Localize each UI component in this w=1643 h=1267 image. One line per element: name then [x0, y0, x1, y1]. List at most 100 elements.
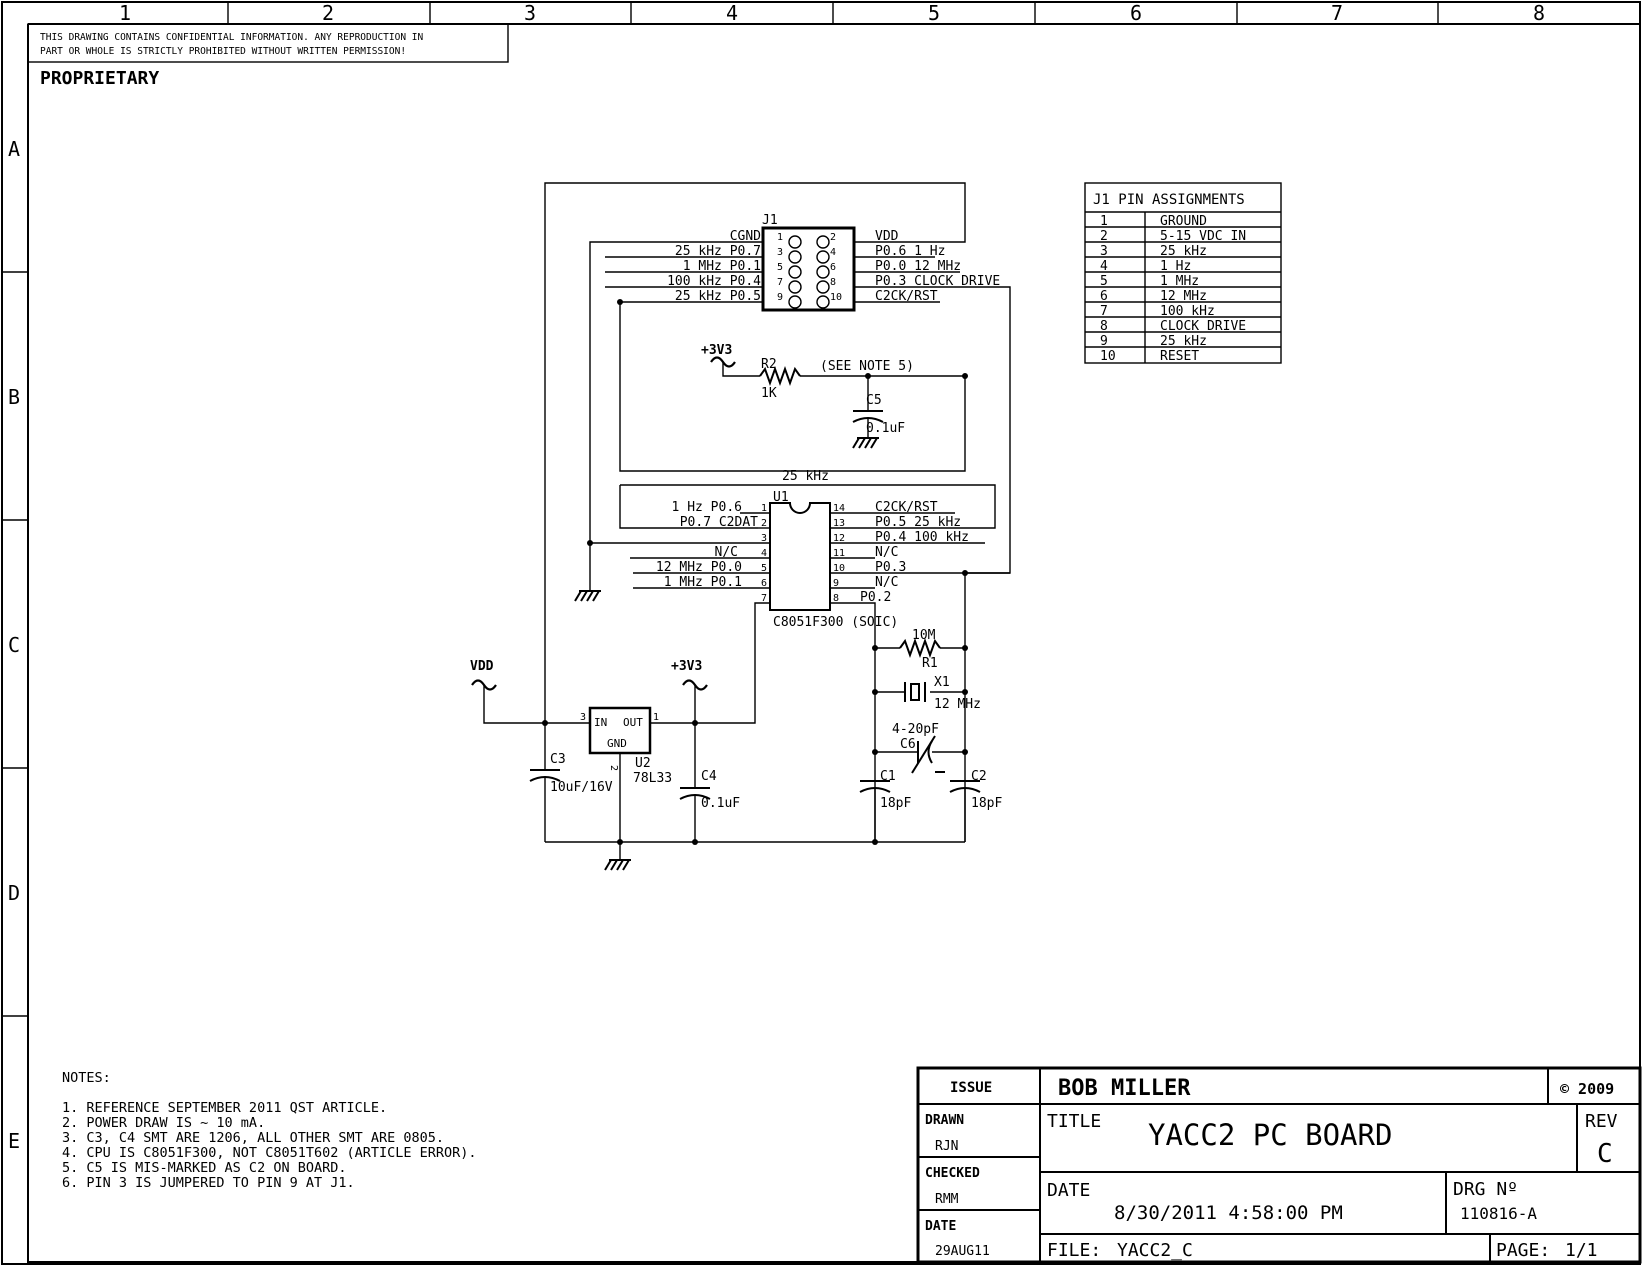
c5-value: 0.1uF — [866, 421, 905, 436]
j1-pin10-num: 10 — [830, 292, 842, 303]
pin-table-fn: CLOCK DRIVE — [1160, 319, 1246, 334]
col-label-7: 7 — [1331, 1, 1343, 25]
junction-dots — [542, 299, 968, 845]
r2-value: 1K — [761, 386, 777, 401]
checked-label: CHECKED — [925, 1166, 980, 1181]
u2-in-label: IN — [594, 716, 607, 729]
c1-value: 18pF — [880, 796, 911, 811]
j1-pin6-signal: P0.0 12 MHz — [875, 259, 961, 274]
u2-out-label: OUT — [623, 716, 643, 729]
pin-table-fn: 5-15 VDC IN — [1160, 229, 1246, 244]
note-item: 3. C3, C4 SMT ARE 1206, ALL OTHER SMT AR… — [62, 1130, 444, 1146]
j1-ref: J1 — [762, 213, 778, 228]
pin-table-fn: 1 Hz — [1160, 259, 1191, 274]
note-item: 5. C5 IS MIS-MARKED AS C2 ON BOARD. — [62, 1160, 346, 1176]
j1-pin1-signal: CGND — [730, 229, 761, 244]
copyright-label: © 2009 — [1560, 1080, 1614, 1098]
row-label-e: E — [8, 1129, 20, 1153]
3v3-supply-symbol — [682, 679, 708, 691]
j1-pin7-signal: 100 kHz P0.4 — [667, 274, 761, 289]
pin-table-num: 1 — [1100, 214, 1108, 229]
u1-pin9-signal: N/C — [875, 575, 898, 590]
note-item: 2. POWER DRAW IS ~ 10 mA. — [62, 1115, 265, 1131]
c2-ref: C2 — [971, 769, 987, 784]
col-label-4: 4 — [726, 1, 738, 25]
u2-pin-gnd-num: 2 — [608, 765, 619, 771]
date-value: 8/30/2011 4:58:00 PM — [1114, 1202, 1343, 1224]
note-item: 6. PIN 3 IS JUMPERED TO PIN 9 AT J1. — [62, 1175, 355, 1191]
row-dividers — [2, 271, 28, 1017]
rev-label: REV — [1585, 1111, 1618, 1132]
column-dividers — [227, 2, 1439, 24]
col-label-1: 1 — [119, 1, 131, 25]
u1-chip-body — [769, 502, 831, 611]
pin-table-num: 4 — [1100, 259, 1108, 274]
j1-pin4-num: 4 — [830, 247, 836, 258]
u1-pin13-num: 13 — [833, 518, 845, 529]
x1-ref: X1 — [934, 675, 950, 690]
drawing-title: YACC2 PC BOARD — [1148, 1118, 1392, 1152]
j1-pin9-num: 9 — [777, 292, 783, 303]
u1-pin1-signal: 1 Hz P0.6 — [672, 500, 742, 515]
page-label: PAGE: — [1496, 1240, 1550, 1261]
u1-pin11-signal: N/C — [875, 545, 898, 560]
u1-pin14-signal: C2CK/RST — [875, 500, 938, 515]
j1-pin4-signal: P0.6 1 Hz — [875, 244, 945, 259]
issue-date-value: 29AUG11 — [935, 1244, 990, 1259]
u2-ref: U2 — [635, 756, 651, 771]
drawn-value: RJN — [935, 1139, 958, 1154]
reset-note: (SEE NOTE 5) — [820, 359, 914, 374]
pin-table-num: 5 — [1100, 274, 1108, 289]
pin-table-fn: 25 kHz — [1160, 334, 1207, 349]
pin-table-num: 6 — [1100, 289, 1108, 304]
rev-value: C — [1597, 1139, 1613, 1169]
j1-pin8-num: 8 — [830, 277, 836, 288]
pin-table-num: 2 — [1100, 229, 1108, 244]
pin-table-fn: 100 kHz — [1160, 304, 1215, 319]
u1-pin2-num: 2 — [761, 518, 767, 529]
u1-pin5-signal: 12 MHz P0.0 — [656, 560, 742, 575]
u1-pin5-num: 5 — [761, 563, 767, 574]
pin-table-rows: 1 GROUND 2 5-15 VDC IN 3 25 kHz 4 1 Hz 5… — [1100, 214, 1246, 364]
u2-regulator-body — [588, 706, 652, 755]
j1-pin2-signal: VDD — [875, 229, 899, 244]
u2-pin-out-num: 1 — [653, 712, 659, 723]
c4-ref: C4 — [701, 769, 717, 784]
pin-table-num: 3 — [1100, 244, 1108, 259]
pin-table-fn: 1 MHz — [1160, 274, 1199, 289]
c4-value: 0.1uF — [701, 796, 740, 811]
col-label-5: 5 — [928, 1, 940, 25]
u1-pin4-signal: N/C — [715, 545, 738, 560]
pin-table-num: 10 — [1100, 349, 1116, 364]
u1-pin2-signal: P0.7 C2DAT — [680, 515, 758, 530]
notice-line-1: THIS DRAWING CONTAINS CONFIDENTIAL INFOR… — [40, 32, 423, 43]
3v3-reset-supply-symbol — [710, 356, 736, 368]
u1-pin7-num: 7 — [761, 593, 767, 604]
pin-table-num: 9 — [1100, 334, 1108, 349]
proprietary-label: PROPRIETARY — [40, 68, 159, 89]
c6-ref: C6 — [900, 737, 916, 752]
x1-crystal — [904, 682, 926, 702]
col-label-2: 2 — [322, 1, 334, 25]
r2-ref: R2 — [761, 357, 777, 372]
u1-pin10-num: 10 — [833, 563, 845, 574]
c2-value: 18pF — [971, 796, 1002, 811]
j1-connector-body — [761, 226, 856, 312]
wires — [483, 182, 1011, 860]
notice-box — [27, 23, 509, 63]
u1-pin10-signal: P0.3 — [875, 560, 906, 575]
u1-pin8-signal: P0.2 — [860, 590, 891, 605]
title-label: TITLE — [1047, 1111, 1101, 1132]
ground-symbol-power — [604, 859, 631, 871]
notice-line-2: PART OR WHOLE IS STRICTLY PROHIBITED WIT… — [40, 46, 406, 57]
title-block-grid — [916, 1066, 1642, 1264]
j1-pin5-num: 5 — [777, 262, 783, 273]
note-item: 4. CPU IS C8051F300, NOT C8051T602 (ARTI… — [62, 1145, 477, 1161]
u1-pin6-num: 6 — [761, 578, 767, 589]
c5-capacitor — [852, 410, 884, 423]
pin-table-title: J1 PIN ASSIGNMENTS — [1093, 192, 1245, 208]
u2-part: 78L33 — [633, 771, 672, 786]
c6-value: 4-20pF — [892, 722, 939, 737]
r2-resistor — [759, 366, 801, 386]
